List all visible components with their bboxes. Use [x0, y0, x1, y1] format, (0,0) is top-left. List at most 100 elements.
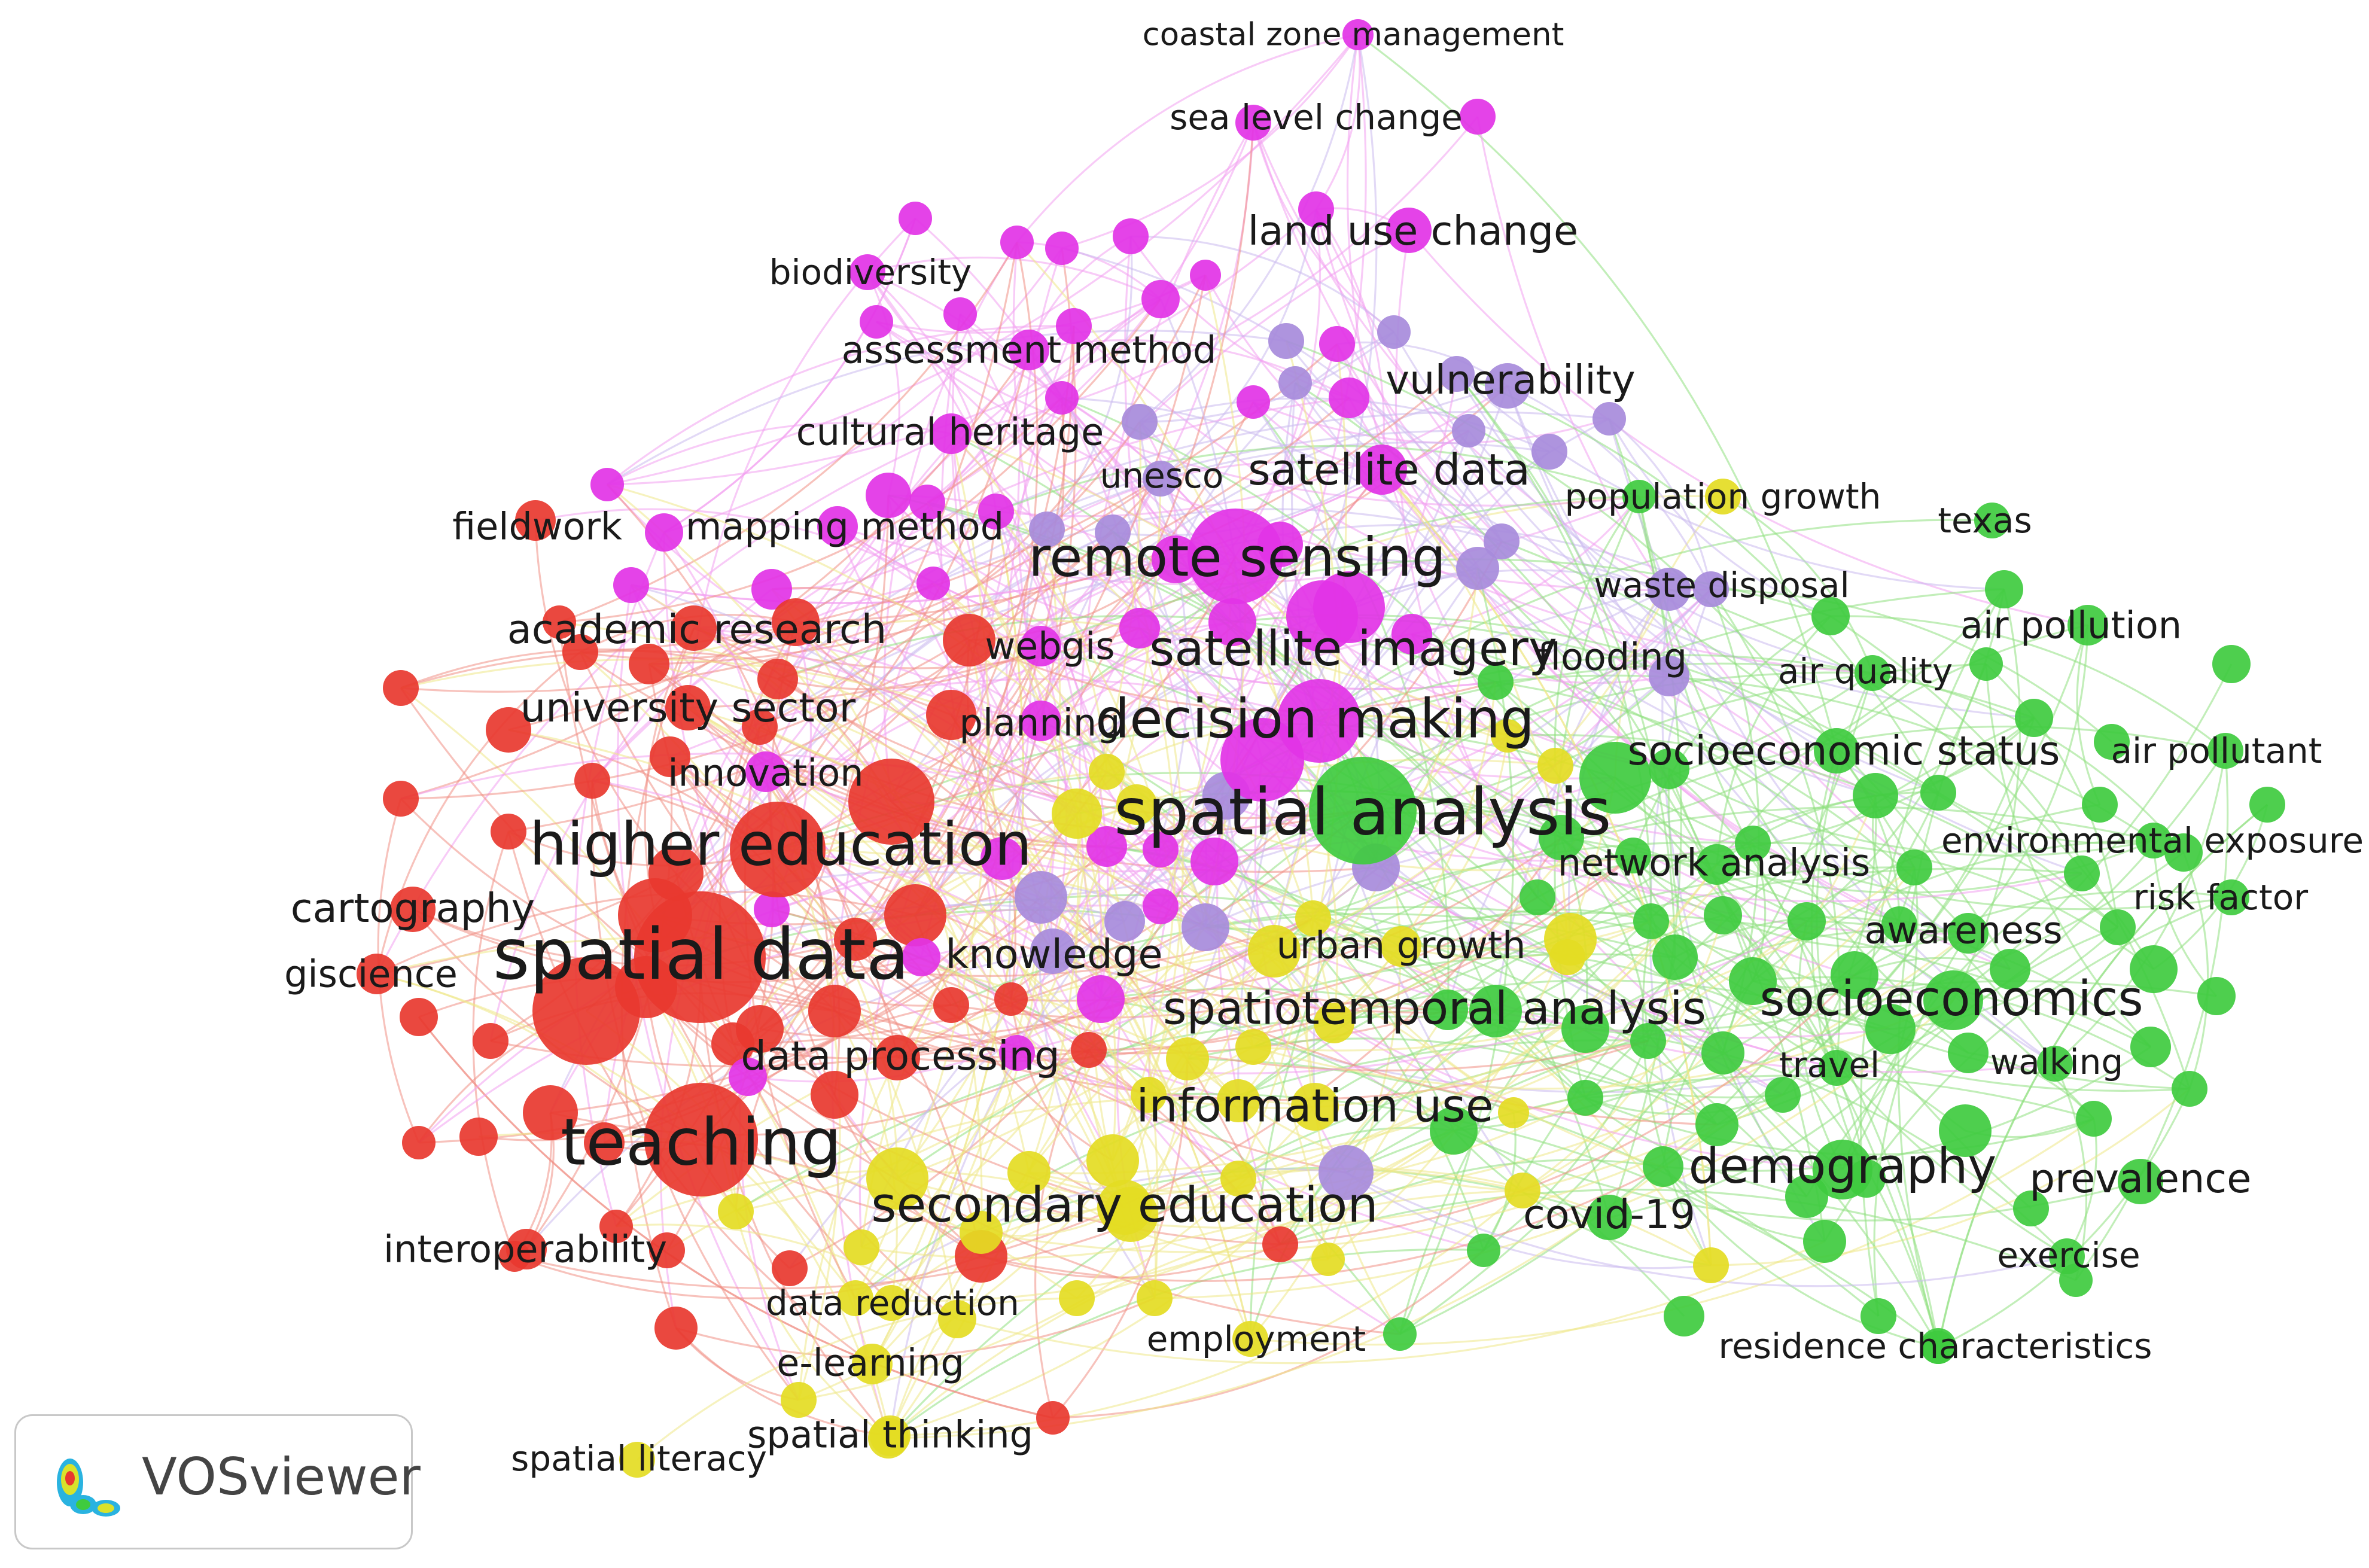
network-node[interactable]: [1007, 1151, 1050, 1194]
network-node[interactable]: [811, 1071, 858, 1119]
network-node[interactable]: [1788, 902, 1826, 940]
network-node[interactable]: [2164, 833, 2203, 872]
network-node[interactable]: [960, 1211, 1003, 1254]
network-node[interactable]: [2015, 699, 2053, 737]
network-node[interactable]: [1045, 232, 1079, 265]
network-node[interactable]: [1484, 523, 1520, 559]
network-node[interactable]: [2130, 945, 2178, 993]
node-vulnerability[interactable]: [1485, 363, 1530, 409]
node-innovation[interactable]: [745, 751, 786, 792]
network-node[interactable]: [729, 1058, 767, 1096]
node-planning[interactable]: [1021, 701, 1061, 741]
network-node[interactable]: [1469, 985, 1522, 1037]
network-node[interactable]: [629, 644, 669, 684]
network-node[interactable]: [909, 485, 945, 520]
network-node[interactable]: [1549, 939, 1585, 975]
network-node[interactable]: [1208, 598, 1256, 646]
network-node[interactable]: [1077, 975, 1125, 1023]
network-node[interactable]: [757, 659, 798, 699]
network-node[interactable]: [649, 1232, 685, 1268]
network-node[interactable]: [1643, 1146, 1683, 1187]
network-node[interactable]: [1278, 366, 1312, 400]
node-satellite-imagery[interactable]: [1313, 571, 1385, 643]
node-awareness[interactable]: [1948, 913, 1989, 954]
network-node[interactable]: [1491, 719, 1524, 753]
node-spatial-literacy[interactable]: [619, 1442, 655, 1478]
node-coastal-zone-management[interactable]: [1342, 19, 1374, 50]
node-air-pollution[interactable]: [2067, 605, 2108, 646]
network-node[interactable]: [473, 1023, 508, 1059]
network-node[interactable]: [1377, 315, 1411, 349]
network-node[interactable]: [1861, 1298, 1896, 1334]
network-node[interactable]: [2130, 1027, 2171, 1067]
network-node[interactable]: [574, 763, 610, 799]
node-network-analysis[interactable]: [1697, 844, 1737, 885]
network-node[interactable]: [599, 1210, 633, 1243]
network-node[interactable]: [866, 1147, 928, 1210]
network-node[interactable]: [999, 1035, 1035, 1071]
network-node[interactable]: [1567, 1080, 1603, 1116]
network-node[interactable]: [1969, 647, 2003, 681]
node-university-sector[interactable]: [665, 685, 711, 730]
network-node[interactable]: [1116, 784, 1157, 825]
network-node[interactable]: [933, 987, 969, 1023]
network-node[interactable]: [1045, 381, 1079, 415]
network-node[interactable]: [1831, 951, 1878, 999]
network-node[interactable]: [772, 598, 820, 646]
network-node[interactable]: [1456, 547, 1499, 590]
network-node[interactable]: [1220, 1161, 1256, 1196]
network-node[interactable]: [2064, 855, 2100, 891]
network-node[interactable]: [1704, 896, 1742, 934]
network-node[interactable]: [1896, 850, 1932, 885]
network-node[interactable]: [1015, 871, 1067, 924]
network-node[interactable]: [1505, 1173, 1540, 1208]
node-walking[interactable]: [2037, 1046, 2073, 1082]
node-interoperability[interactable]: [506, 1229, 547, 1269]
network-node[interactable]: [1430, 1107, 1478, 1155]
node-population-growth[interactable]: [1705, 479, 1741, 514]
network-node[interactable]: [1056, 308, 1092, 344]
node-mapping-method[interactable]: [817, 506, 858, 547]
node-information-use[interactable]: [1291, 1083, 1339, 1131]
network-node[interactable]: [613, 567, 649, 603]
network-node[interactable]: [1166, 1037, 1209, 1080]
network-node[interactable]: [772, 1250, 808, 1286]
network-node[interactable]: [1765, 1077, 1801, 1113]
network-node[interactable]: [1319, 1145, 1374, 1200]
node-satellite-data[interactable]: [1357, 444, 1407, 495]
node-fieldwork[interactable]: [515, 500, 556, 541]
node-higher-education[interactable]: [730, 802, 826, 897]
network-node[interactable]: [2172, 1071, 2207, 1107]
node-data-reduction[interactable]: [873, 1285, 909, 1321]
node-texas[interactable]: [1974, 503, 2010, 538]
node-cultural-heritage[interactable]: [931, 413, 972, 454]
network-node[interactable]: [1478, 664, 1514, 700]
network-node[interactable]: [1383, 1317, 1417, 1351]
node-urban-growth[interactable]: [1381, 926, 1421, 967]
network-node[interactable]: [1248, 925, 1301, 978]
network-node[interactable]: [1152, 535, 1199, 583]
node-unesco[interactable]: [1143, 461, 1179, 497]
node-demography[interactable]: [1813, 1140, 1872, 1199]
network-node[interactable]: [1990, 949, 2030, 989]
network-node[interactable]: [1803, 1220, 1846, 1263]
network-node[interactable]: [654, 1307, 698, 1350]
network-node[interactable]: [1498, 1097, 1529, 1128]
node-giscience[interactable]: [357, 954, 397, 994]
network-node[interactable]: [523, 1085, 578, 1140]
labeled-node-layer[interactable]: [357, 19, 2249, 1478]
network-node[interactable]: [1122, 404, 1158, 440]
network-node[interactable]: [402, 1126, 436, 1159]
network-node[interactable]: [718, 1193, 754, 1229]
network-node[interactable]: [650, 736, 690, 777]
node-decision-making[interactable]: [1277, 679, 1361, 763]
network-node[interactable]: [2249, 787, 2285, 823]
network-node[interactable]: [1615, 838, 1651, 873]
network-node[interactable]: [781, 1382, 817, 1418]
network-node[interactable]: [400, 998, 438, 1036]
network-node[interactable]: [736, 1005, 784, 1053]
network-node[interactable]: [834, 918, 877, 961]
node-air-pollutant[interactable]: [2207, 733, 2243, 769]
node-knowledge[interactable]: [1030, 928, 1076, 974]
network-node[interactable]: [1137, 1280, 1173, 1316]
